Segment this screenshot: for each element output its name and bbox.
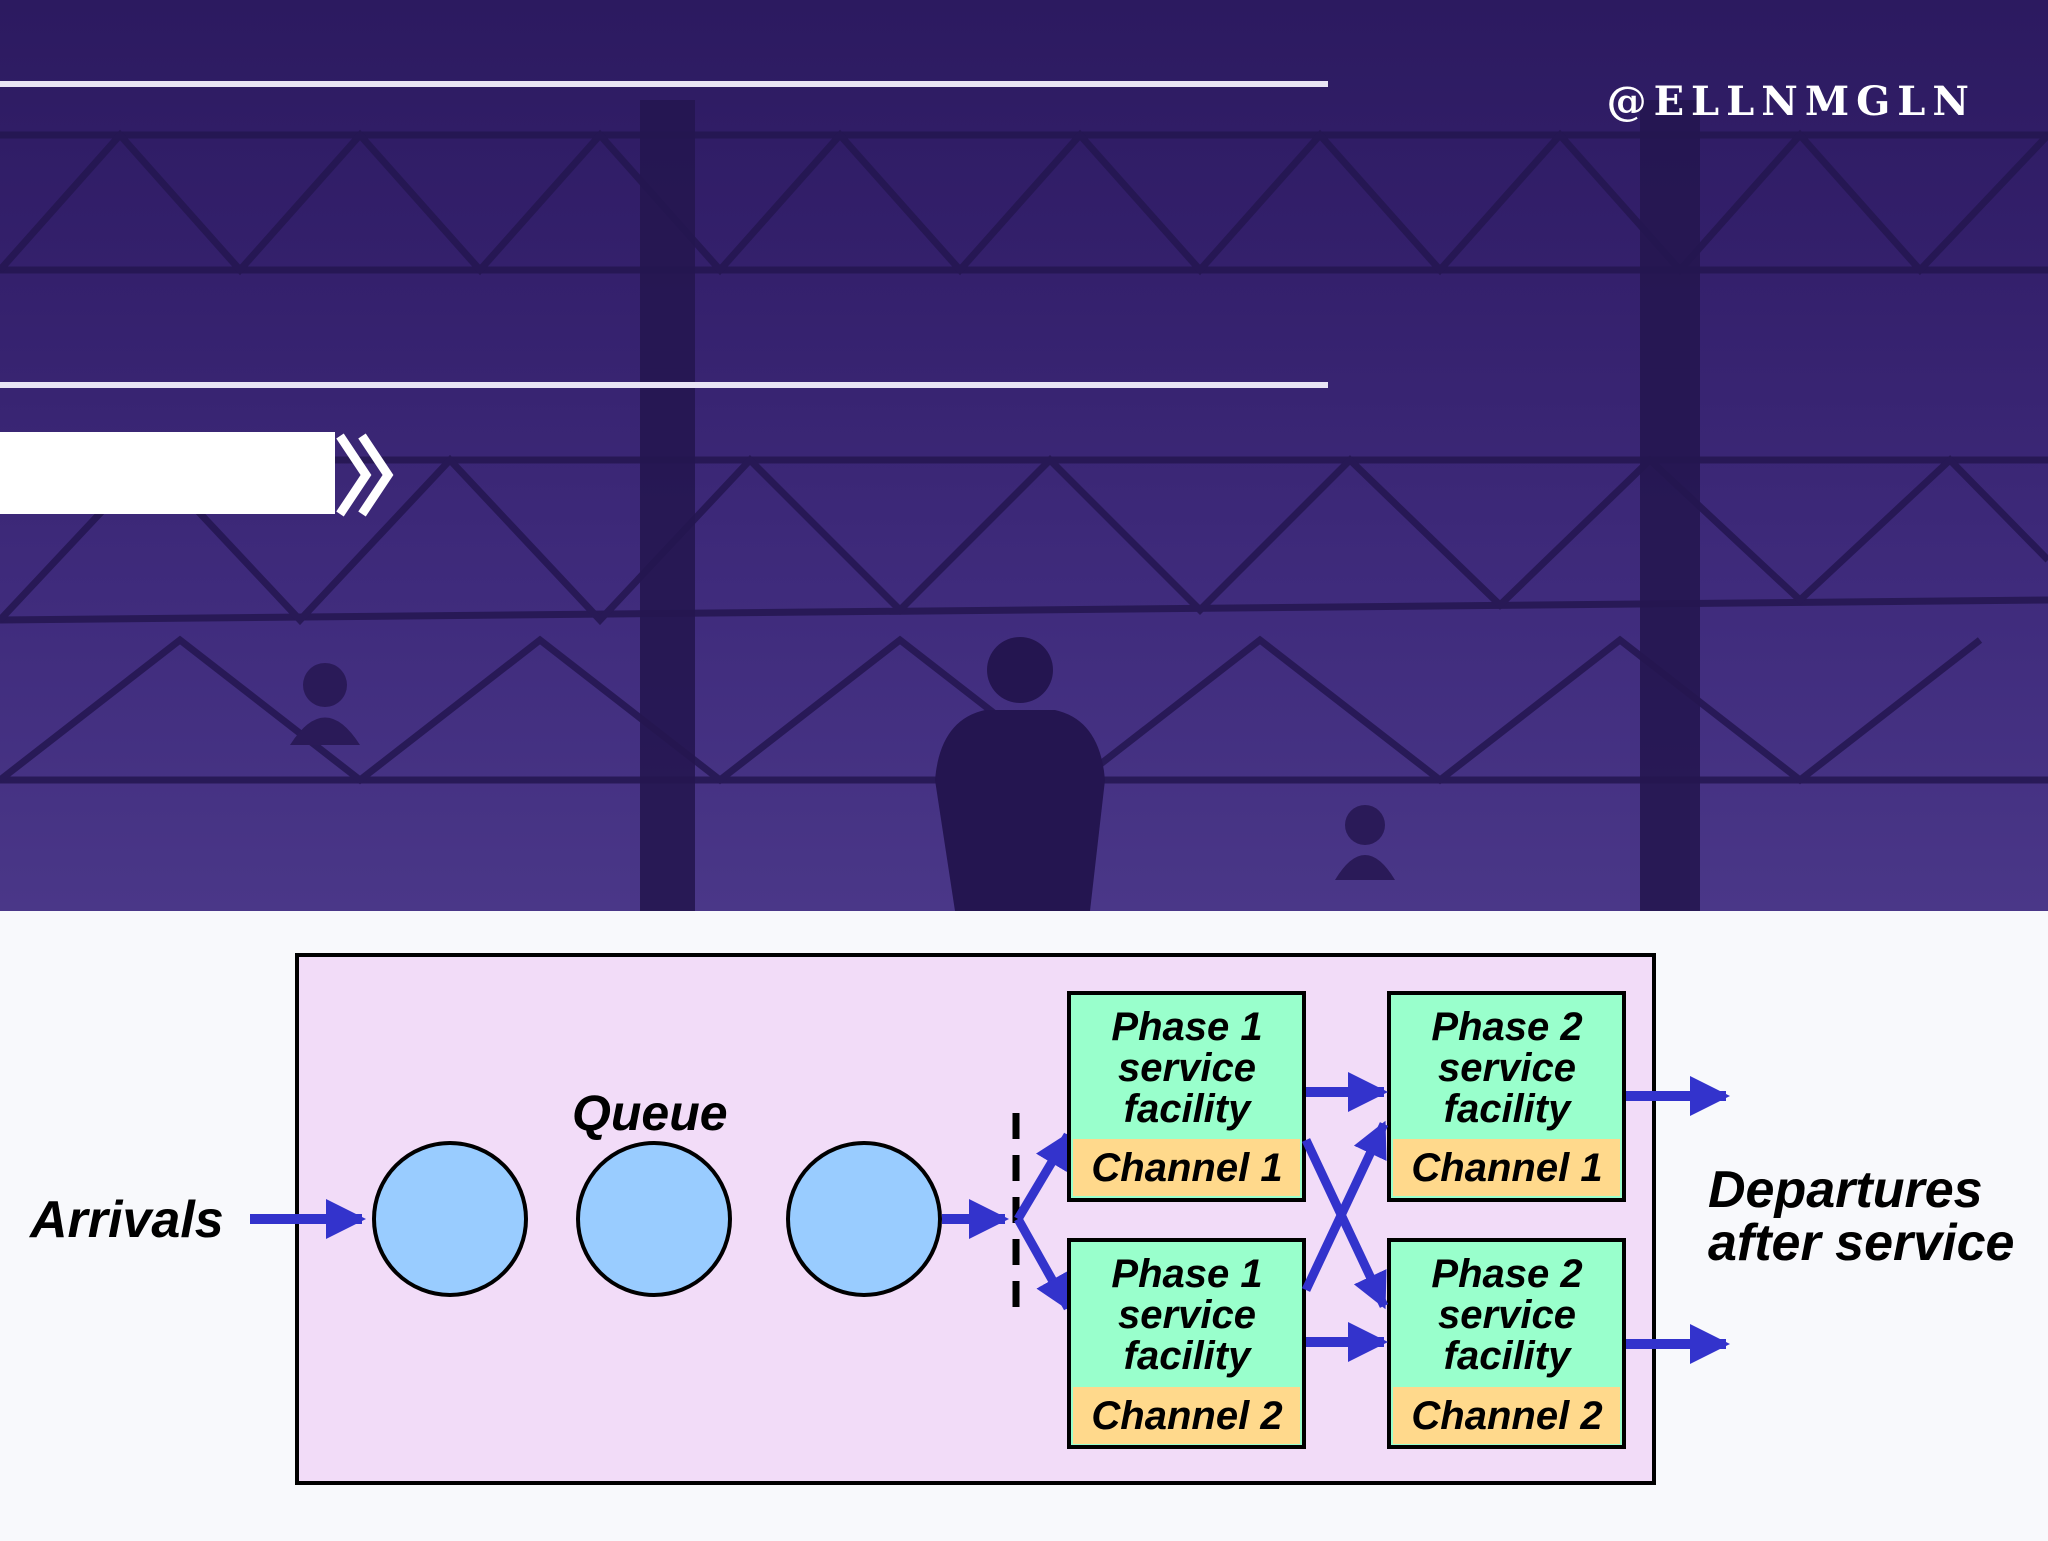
queue-diagram: Arrivals Queue Phase 1 service facility … bbox=[0, 911, 2048, 1536]
facility-service-text: service bbox=[1438, 1046, 1576, 1090]
warehouse-background bbox=[0, 81, 2048, 911]
facility-phase-text: Phase 2 bbox=[1431, 1252, 1582, 1296]
queue-label: Queue bbox=[572, 1085, 728, 1141]
facility-phase-text: Phase 1 bbox=[1111, 1252, 1262, 1296]
facility-channel-text: Channel 1 bbox=[1411, 1146, 1602, 1190]
split-arrow-bottom bbox=[1014, 1216, 1072, 1312]
facility-facility-text: facility bbox=[1444, 1334, 1572, 1378]
phase1-channel2-facility: Phase 1 service facility Channel 2 bbox=[1067, 1238, 1306, 1449]
facility-channel-text: Channel 2 bbox=[1411, 1394, 1602, 1438]
p1c1-to-p2c2-arrow bbox=[1301, 1138, 1389, 1310]
facility-facility-text: facility bbox=[1124, 1334, 1252, 1378]
facility-service-text: service bbox=[1438, 1293, 1576, 1337]
social-handle: @ELLNMGLN bbox=[1606, 78, 1976, 125]
header-banner: @ELLNMGLN bbox=[0, 0, 2048, 911]
queue-customer-1 bbox=[372, 1141, 528, 1297]
facility-facility-text: facility bbox=[1124, 1087, 1252, 1131]
facility-service-text: service bbox=[1118, 1046, 1256, 1090]
departures-label-line1: Departures bbox=[1708, 1161, 1983, 1219]
arrivals-label: Arrivals bbox=[28, 1191, 224, 1249]
facility-phase-text: Phase 2 bbox=[1431, 1005, 1582, 1049]
departures-label-line2: after service bbox=[1708, 1214, 2014, 1272]
phase2-channel2-facility: Phase 2 service facility Channel 2 bbox=[1387, 1238, 1626, 1449]
double-chevron-icon bbox=[336, 433, 394, 517]
phase1-channel1-facility: Phase 1 service facility Channel 1 bbox=[1067, 991, 1306, 1202]
queue-customer-2 bbox=[576, 1141, 732, 1297]
p1c2-to-p2c1-arrow bbox=[1301, 1120, 1389, 1292]
facility-channel-text: Channel 1 bbox=[1091, 1146, 1282, 1190]
facility-phase-text: Phase 1 bbox=[1111, 1005, 1262, 1049]
facility-channel-text: Channel 2 bbox=[1091, 1394, 1282, 1438]
split-arrow-top bbox=[1014, 1131, 1072, 1222]
facility-service-text: service bbox=[1118, 1293, 1256, 1337]
phase2-channel1-facility: Phase 2 service facility Channel 1 bbox=[1387, 991, 1626, 1202]
queue-customer-3 bbox=[786, 1141, 942, 1297]
facility-facility-text: facility bbox=[1444, 1087, 1572, 1131]
